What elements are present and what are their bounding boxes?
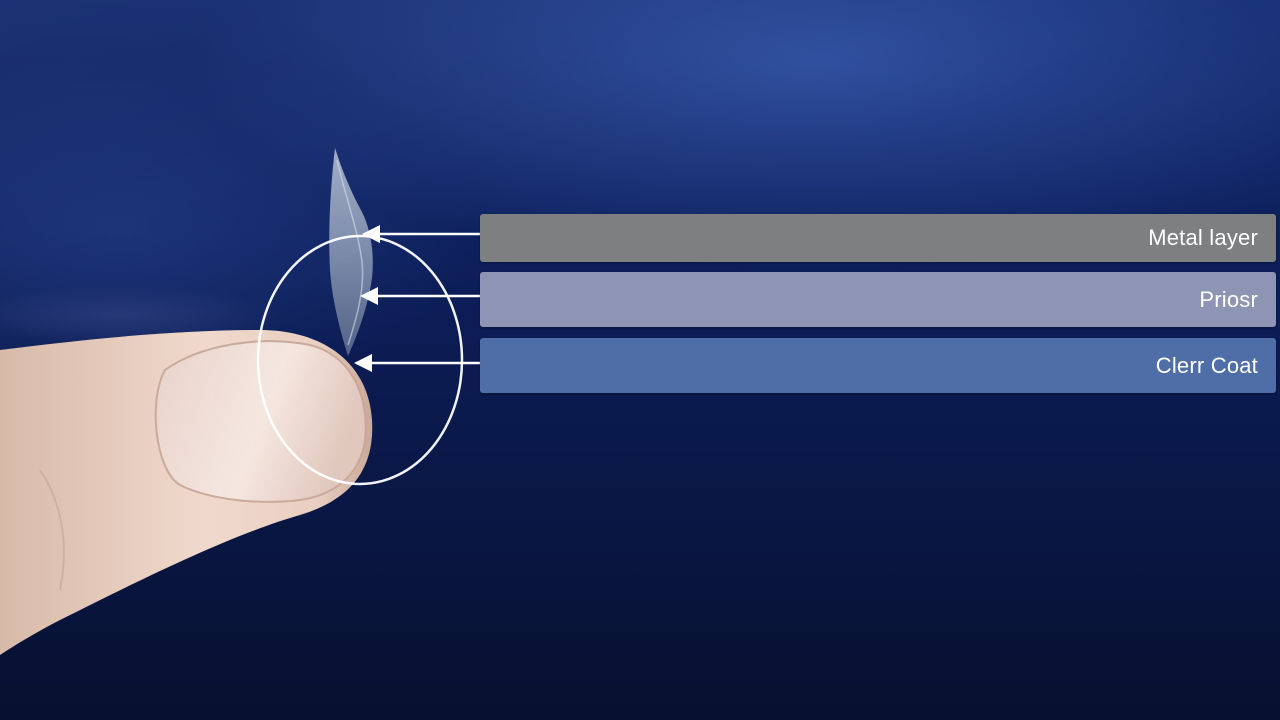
layer-label-clear-coat: Clerr Coat [1155,352,1258,378]
arrow-primer [360,287,480,305]
paint-scratch [329,148,373,356]
finger-reflection [0,285,280,345]
finger-crease [39,469,65,591]
arrow-clear-coat [354,354,480,372]
layer-bar-metal: Metal layer [480,214,1276,262]
layer-label-metal: Metal layer [1148,225,1258,250]
layer-bar-primer: Priosr [480,272,1276,327]
paint-scratch-edge [336,159,364,346]
layer-label-primer: Priosr [1199,286,1258,312]
layer-bar-clear-coat: Clerr Coat [480,338,1276,393]
arrow-metal [362,225,480,243]
fingernail [154,340,367,503]
highlight-circle [256,234,464,486]
